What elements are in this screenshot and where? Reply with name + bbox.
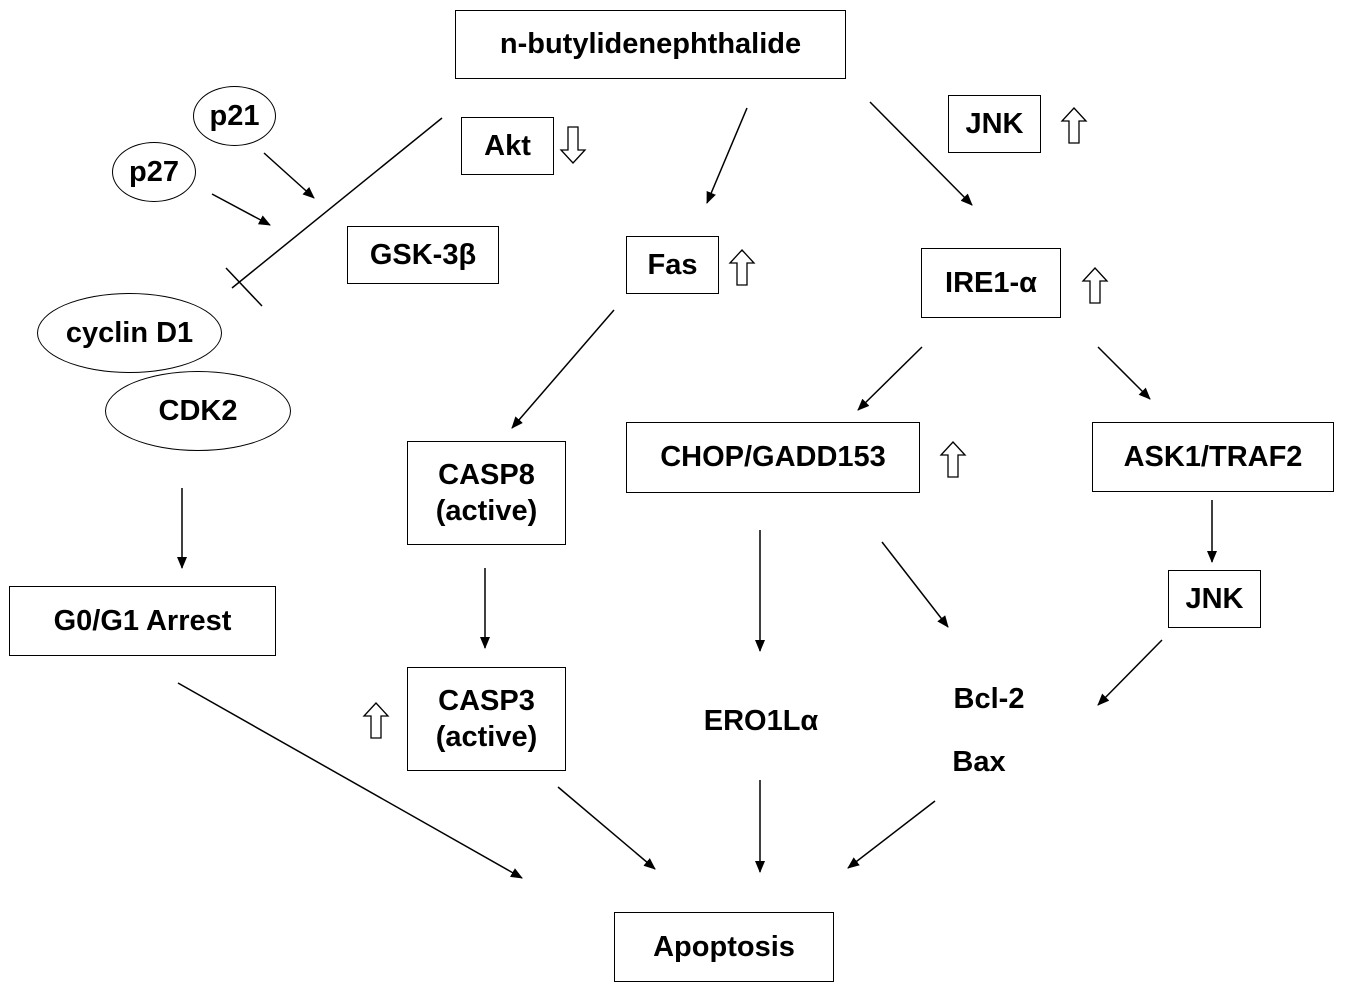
bcl2-text: Bcl-2 bbox=[953, 682, 1025, 715]
chop-node: CHOP/GADD153 bbox=[626, 422, 920, 493]
fas-node: Fas bbox=[626, 236, 719, 294]
apoptosis-node: Apoptosis bbox=[614, 912, 834, 982]
apoptosis-label: Apoptosis bbox=[653, 930, 795, 963]
casp8-label-line2: (active) bbox=[435, 495, 538, 527]
cyclin-d1-node: cyclin D1 bbox=[37, 293, 222, 373]
ire1-ask1-arrow bbox=[1097, 346, 1151, 400]
casp8-node: CASP8 (active) bbox=[407, 441, 566, 545]
ire1-up-arrow-icon bbox=[1081, 267, 1109, 304]
fas-up-arrow-icon bbox=[728, 249, 756, 286]
ire1-chop-arrow bbox=[857, 346, 923, 411]
casp3-up-arrow-icon bbox=[362, 702, 390, 739]
jnk-bottom-label: JNK bbox=[1185, 582, 1244, 615]
jnk-top-node: JNK bbox=[948, 95, 1041, 153]
bax-apoptosis-arrow bbox=[847, 800, 936, 869]
chop-bcl2-arrow bbox=[881, 541, 949, 628]
inhibition-bar bbox=[225, 267, 263, 307]
casp3-node: CASP3 (active) bbox=[407, 667, 566, 771]
jnk-up-arrow-icon bbox=[1060, 107, 1088, 144]
cdk2-node: CDK2 bbox=[105, 371, 291, 451]
casp3-apoptosis-arrow bbox=[557, 786, 656, 870]
chop-label: CHOP/GADD153 bbox=[660, 441, 886, 474]
ero1l-alpha-text: ERO1Lα bbox=[703, 704, 819, 737]
gsk3b-label: GSK-3β bbox=[369, 238, 477, 271]
p27-node: p27 bbox=[112, 142, 196, 202]
fas-casp8-arrow bbox=[511, 309, 615, 429]
drug-fas-arrow bbox=[706, 107, 748, 204]
cdk2-label: CDK2 bbox=[158, 394, 238, 427]
g0g1-apoptosis-arrow bbox=[177, 682, 523, 879]
jnk-bcl2-arrow bbox=[1097, 639, 1163, 706]
cyclin-d1-label: cyclin D1 bbox=[65, 316, 194, 349]
akt-down-arrow-icon bbox=[559, 126, 587, 164]
casp3-label-line2: (active) bbox=[435, 721, 538, 753]
g0g1-arrest-node: G0/G1 Arrest bbox=[9, 586, 276, 656]
ask1-traf2-label: ASK1/TRAF2 bbox=[1123, 440, 1303, 473]
bax-label: Bax bbox=[938, 740, 1020, 784]
ire1-label: IRE1-α bbox=[945, 266, 1037, 299]
ask1-traf2-node: ASK1/TRAF2 bbox=[1092, 422, 1334, 492]
casp3-label-line1: CASP3 bbox=[438, 684, 535, 717]
p21-node: p21 bbox=[193, 86, 276, 146]
g0g1-arrest-label: G0/G1 Arrest bbox=[53, 604, 232, 637]
jnk-top-label: JNK bbox=[965, 107, 1024, 140]
inhibition-line bbox=[231, 117, 443, 289]
jnk-bottom-node: JNK bbox=[1168, 570, 1261, 628]
p27-arrow bbox=[211, 193, 271, 226]
chop-up-arrow-icon bbox=[939, 441, 967, 478]
casp8-label-line1: CASP8 bbox=[438, 458, 535, 491]
p27-label: p27 bbox=[129, 155, 179, 188]
p21-arrow bbox=[263, 152, 315, 199]
drug-ire1-arrow bbox=[869, 101, 973, 206]
ero1l-alpha-label: ERO1Lα bbox=[676, 699, 846, 743]
ire1-node: IRE1-α bbox=[921, 248, 1061, 318]
akt-label: Akt bbox=[484, 129, 531, 162]
drug-label: n-butylidenephthalide bbox=[499, 28, 802, 61]
gsk3b-node: GSK-3β bbox=[347, 226, 499, 284]
p21-label: p21 bbox=[209, 99, 260, 132]
akt-node: Akt bbox=[461, 117, 554, 175]
bcl2-label: Bcl-2 bbox=[938, 677, 1040, 721]
fas-label: Fas bbox=[647, 248, 698, 281]
bax-text: Bax bbox=[952, 745, 1006, 778]
drug-node: n-butylidenephthalide bbox=[455, 10, 846, 79]
